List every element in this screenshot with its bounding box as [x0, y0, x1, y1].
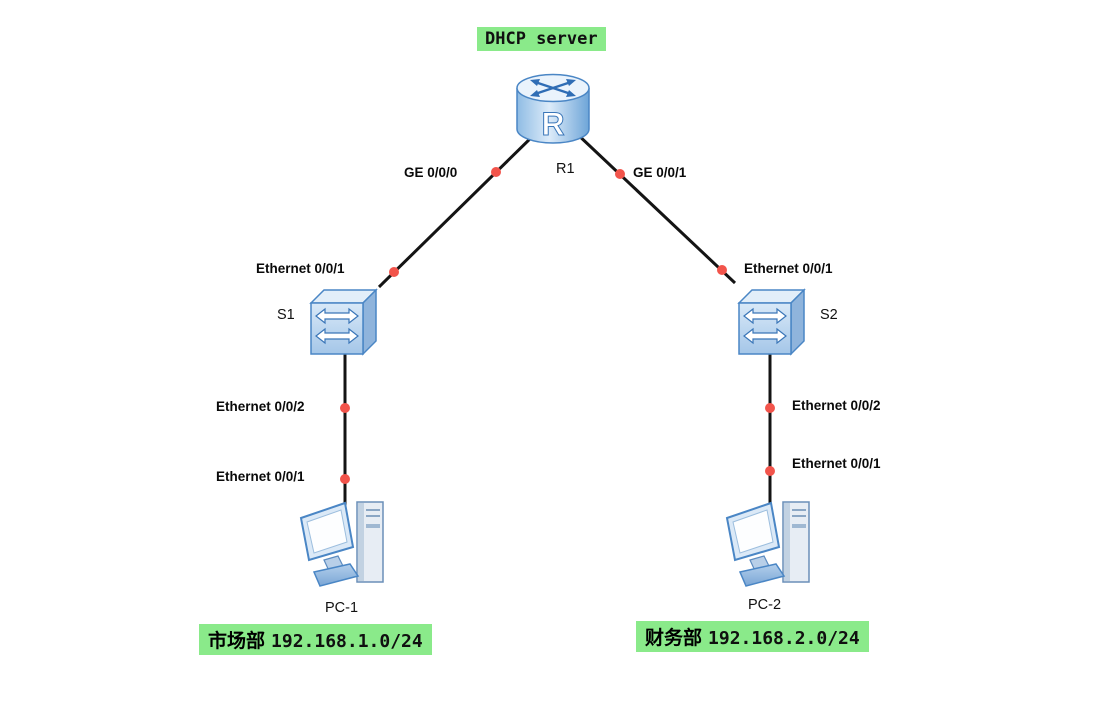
port-dot-s2-uplink [717, 265, 727, 275]
subnet-cidr-right: 192.168.2.0/24 [708, 628, 860, 649]
department-name-left: 市场部 [208, 630, 266, 652]
port-label-pc1: Ethernet 0/0/1 [216, 469, 305, 484]
pc-icon [299, 501, 384, 587]
port-dot-s1-downlink [340, 403, 350, 413]
switch-icon [737, 288, 806, 356]
link-r1-s1 [377, 130, 539, 289]
device-switch-s1[interactable] [303, 286, 379, 358]
port-label-pc2: Ethernet 0/0/1 [792, 456, 881, 471]
router-icon: R [516, 73, 590, 144]
router-label: R1 [556, 161, 575, 177]
port-dot-s1-uplink [389, 267, 399, 277]
port-dot-r1-ge000 [491, 167, 501, 177]
port-dot-pc2 [765, 466, 775, 476]
device-switch-s2[interactable] [731, 286, 807, 358]
link-r1-s2 [573, 130, 737, 285]
svg-text:R: R [541, 106, 564, 142]
subnet-cidr-left: 192.168.1.0/24 [271, 631, 423, 652]
switch-icon [309, 288, 378, 356]
port-dot-pc1 [340, 474, 350, 484]
port-dot-r1-ge001 [615, 169, 625, 179]
port-label-r1-ge001: GE 0/0/1 [633, 165, 687, 180]
port-label-s2-uplink: Ethernet 0/0/1 [744, 261, 833, 276]
dhcp-server-label: DHCP server [477, 27, 606, 51]
pc2-label: PC-2 [748, 597, 782, 613]
port-label-s2-downlink: Ethernet 0/0/2 [792, 398, 881, 413]
port-label-s1-uplink: Ethernet 0/0/1 [256, 261, 345, 276]
port-label-s1-downlink: Ethernet 0/0/2 [216, 399, 305, 414]
switch-s2-label: S2 [820, 307, 838, 323]
port-dot-s2-downlink [765, 403, 775, 413]
switch-s1-label: S1 [277, 307, 295, 323]
device-pc-1[interactable] [296, 496, 391, 594]
department-name-right: 财务部 [645, 627, 703, 649]
port-label-r1-ge000: GE 0/0/0 [404, 165, 458, 180]
pc-icon [725, 501, 810, 587]
pc1-label: PC-1 [325, 600, 359, 616]
device-router-r1[interactable]: R [510, 68, 596, 150]
device-pc-2[interactable] [722, 496, 817, 594]
